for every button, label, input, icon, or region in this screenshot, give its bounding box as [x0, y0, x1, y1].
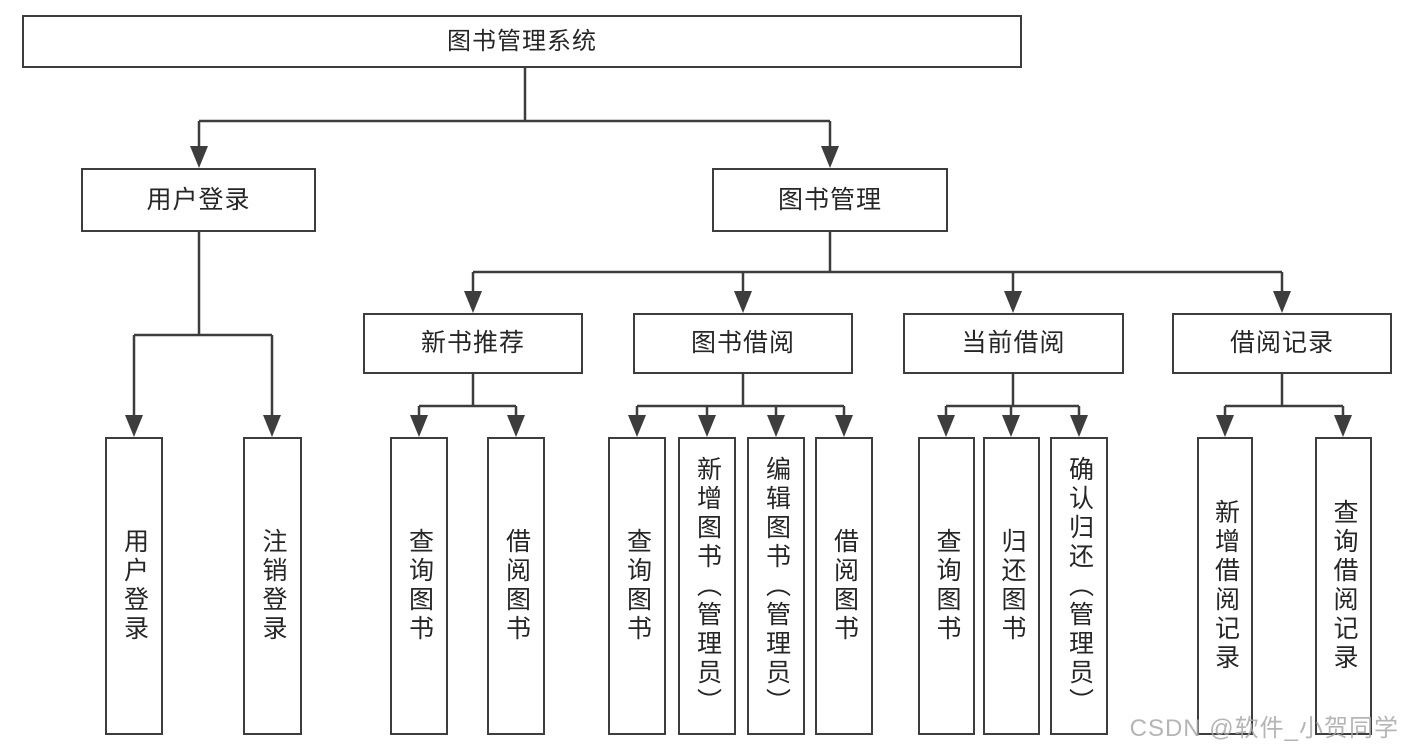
leaf-query-books-borrowing: 查询图书: [608, 437, 666, 735]
node-new-book-recommendation: 新书推荐: [363, 313, 583, 374]
node-borrowing-records: 借阅记录: [1172, 313, 1392, 374]
leaf-user-login: 用户登录: [105, 437, 163, 735]
node-library-management-system: 图书管理系统: [22, 15, 1022, 68]
node-book-management: 图书管理: [712, 168, 948, 232]
leaf-borrow-books-borrowing: 借阅图书: [815, 437, 873, 735]
node-book-borrowing: 图书借阅: [633, 313, 853, 374]
node-user-login: 用户登录: [81, 168, 316, 232]
leaf-return-books: 归还图书: [983, 437, 1040, 735]
leaf-logout: 注销登录: [243, 437, 302, 735]
leaf-add-book-admin: 新增图书（管理员）: [678, 437, 736, 735]
leaf-add-borrow-record: 新增借阅记录: [1197, 437, 1253, 735]
leaf-borrow-books-recommendation: 借阅图书: [487, 437, 545, 735]
csdn-watermark: CSDN @软件_小贺同学: [1129, 715, 1399, 742]
node-current-borrowing: 当前借阅: [903, 313, 1124, 374]
leaf-edit-book-admin: 编辑图书（管理员）: [747, 437, 805, 735]
leaf-query-books-current: 查询图书: [918, 437, 975, 735]
leaf-query-books-recommendation: 查询图书: [390, 437, 448, 735]
leaf-query-borrow-record: 查询借阅记录: [1315, 437, 1372, 735]
leaf-confirm-return-admin: 确认归还（管理员）: [1050, 437, 1108, 735]
